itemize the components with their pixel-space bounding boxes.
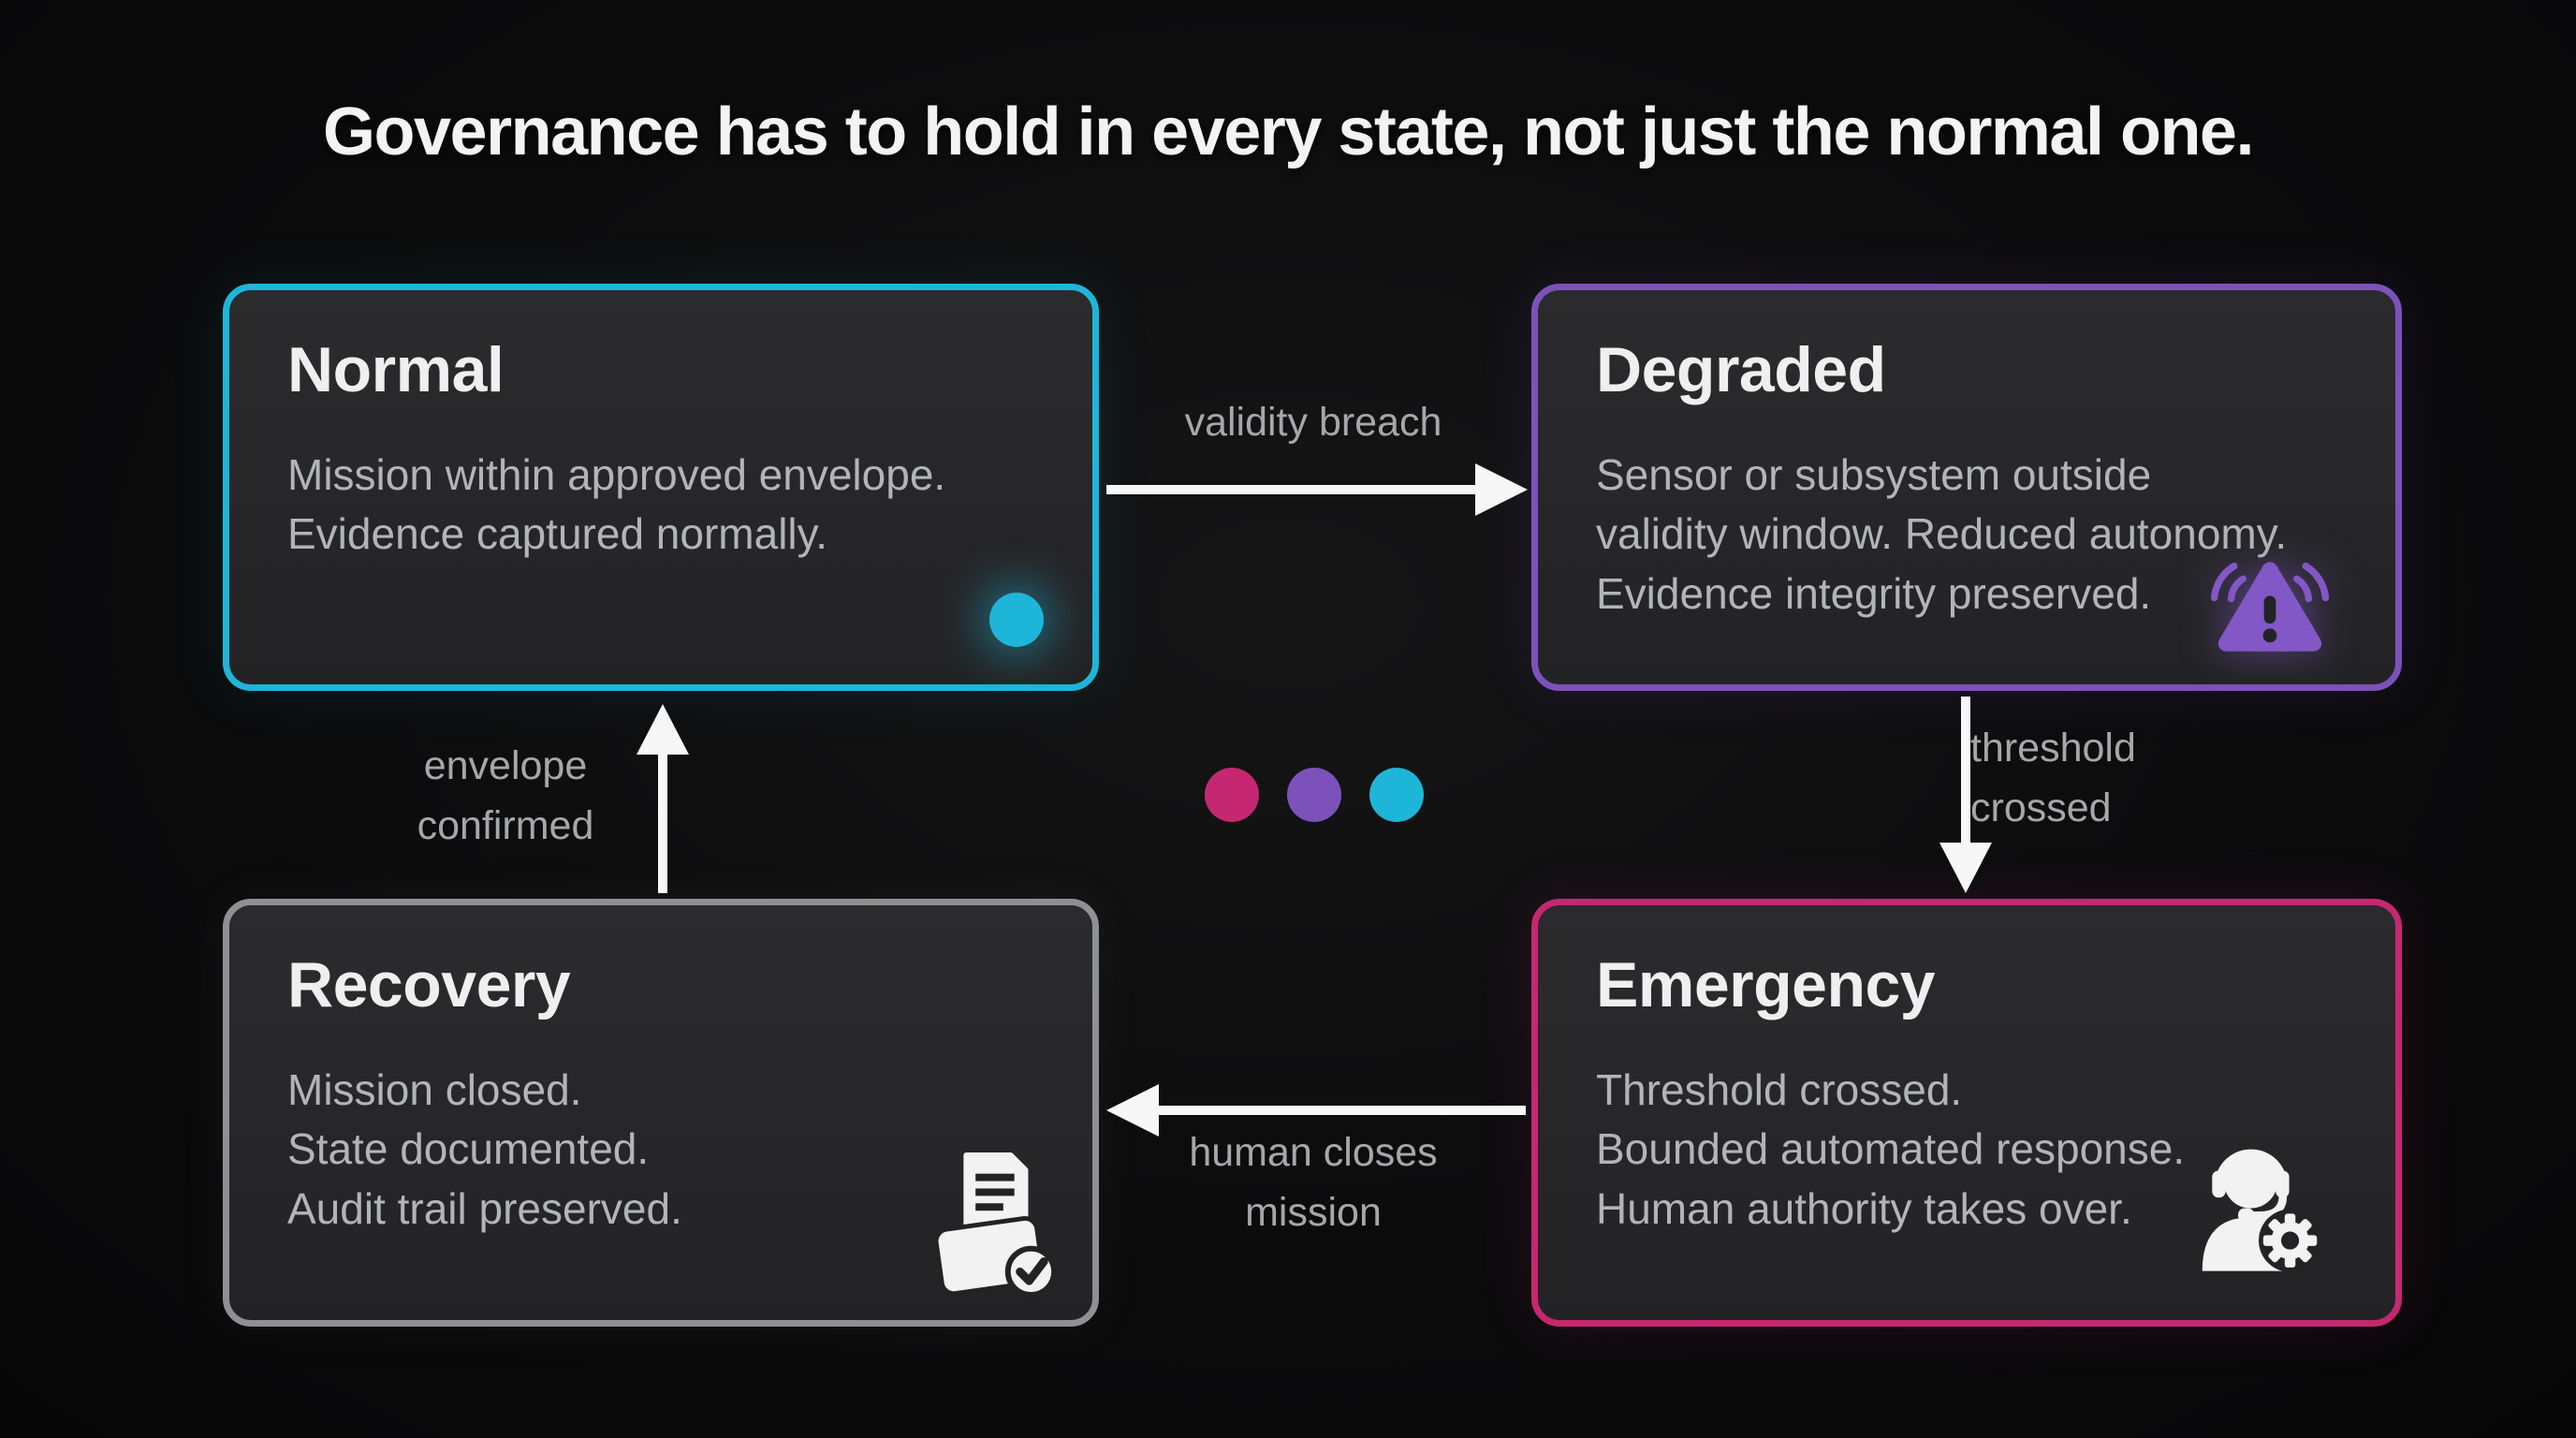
state-card-normal: Normal Mission within approved envelope.… [223, 284, 1099, 691]
state-title-emergency: Emergency [1596, 949, 1936, 1020]
page-title: Governance has to hold in every state, n… [323, 95, 2254, 169]
operator-headset-gear-icon [2197, 1131, 2322, 1272]
cyan-dot-icon [1369, 768, 1424, 822]
state-title-degraded: Degraded [1596, 334, 1886, 405]
magenta-dot-icon [1205, 768, 1259, 822]
status-dot-icon [989, 593, 1044, 647]
state-card-recovery: Recovery Mission closed. State documente… [223, 899, 1099, 1327]
arrow-normal-to-degraded-icon [1106, 463, 1528, 516]
transition-label-human-closes-mission: human closes mission [1189, 1130, 1438, 1235]
state-desc-emergency: Threshold crossed. Bounded automated res… [1596, 1065, 2186, 1233]
state-desc-normal: Mission within approved envelope. Eviden… [287, 450, 946, 559]
archive-check-icon [918, 1150, 1061, 1298]
transition-label-envelope-confirmed: envelope confirmed [417, 743, 594, 848]
transition-label-validity-breach: validity breach [1184, 400, 1442, 445]
state-title-recovery: Recovery [287, 949, 571, 1020]
purple-dot-icon [1287, 768, 1341, 822]
transition-label-threshold-crossed: threshold crossed [1970, 726, 2136, 830]
state-card-degraded: Degraded Sensor or subsystem outside val… [1531, 284, 2402, 691]
state-desc-recovery: Mission closed. State documented. Audit … [287, 1065, 682, 1233]
state-card-emergency: Emergency Threshold crossed. Bounded aut… [1531, 899, 2402, 1327]
state-desc-degraded: Sensor or subsystem outside validity win… [1596, 450, 2288, 618]
state-title-normal: Normal [287, 334, 505, 405]
alert-siren-icon [2204, 553, 2335, 658]
